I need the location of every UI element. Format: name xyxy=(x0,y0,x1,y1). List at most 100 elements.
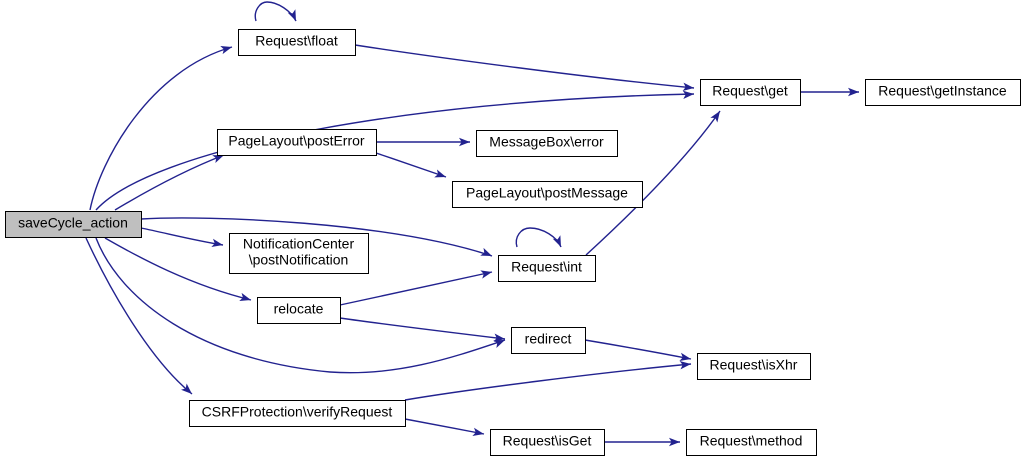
node-label: Request\method xyxy=(700,433,803,449)
node-label: MessageBox\error xyxy=(489,134,604,150)
node-rect[interactable] xyxy=(865,79,1021,106)
node-label: PageLayout\postError xyxy=(228,133,365,149)
node-label: Request\isXhr xyxy=(710,357,798,373)
nodes-layer: saveCycle_action Request\floatRequest\get… xyxy=(5,29,1021,456)
call-edge-relocate-to-requestInt xyxy=(339,270,493,306)
graph-node-relocate[interactable]: relocate xyxy=(257,297,341,324)
edge-line xyxy=(584,339,692,360)
node-label: relocate xyxy=(274,301,324,317)
node-rect[interactable] xyxy=(452,181,643,208)
graph-node-requestGet[interactable]: Request\get xyxy=(700,79,801,106)
call-edge-saveCycle_action-to-relocate xyxy=(104,237,252,302)
call-edge-requestIsGet-to-requestMethod xyxy=(604,437,680,447)
node-rect[interactable] xyxy=(490,429,605,456)
node-label: Request\float xyxy=(255,33,338,49)
arrowhead-icon xyxy=(710,111,720,123)
arrowhead-icon xyxy=(480,247,492,256)
edge-line xyxy=(339,317,506,340)
node-rect[interactable] xyxy=(476,130,618,157)
node-label: Request\isGet xyxy=(503,433,592,449)
call-edge-postError-to-postMessage xyxy=(375,152,447,178)
graph-node-requestFloat[interactable]: Request\float xyxy=(238,29,356,56)
node-label: redirect xyxy=(525,331,572,347)
node-rect[interactable] xyxy=(229,233,369,274)
graph-node-messageBoxError[interactable]: MessageBox\error xyxy=(476,130,618,157)
graph-node-requestGetInstance[interactable]: Request\getInstance xyxy=(865,79,1021,106)
call-edge-postError-to-messageBoxError xyxy=(376,137,470,147)
edge-line xyxy=(585,110,721,256)
call-edge-verifyRequest-to-requestIsXhr xyxy=(404,360,692,401)
node-label: PageLayout\postMessage xyxy=(466,185,628,201)
edge-line xyxy=(404,363,692,401)
arrowhead-icon xyxy=(181,383,192,394)
graph-node-postNotification[interactable]: NotificationCenter\postNotification xyxy=(229,233,369,274)
call-edge-saveCycle_action-to-verifyRequest xyxy=(85,237,193,395)
node-rect[interactable] xyxy=(257,297,341,324)
call-edge-requestFloat-to-requestFloat xyxy=(254,1,297,22)
arrowhead-icon xyxy=(434,169,446,178)
arrowhead-icon xyxy=(472,427,484,437)
graph-node-requestInt[interactable]: Request\int xyxy=(498,255,596,282)
edge-line xyxy=(339,271,493,306)
node-rect[interactable] xyxy=(686,429,817,456)
call-edge-saveCycle_action-to-postNotification xyxy=(140,227,224,248)
arrowhead-icon xyxy=(480,270,492,279)
graph-node-requestIsXhr[interactable]: Request\isXhr xyxy=(697,353,811,380)
edge-line xyxy=(140,227,224,246)
call-edge-requestFloat-to-requestGet xyxy=(354,44,695,92)
call-edge-saveCycle_action-to-redirect xyxy=(95,237,506,374)
node-label: Request\int xyxy=(511,259,582,275)
node-label: CSRFProtection\verifyRequest xyxy=(202,404,393,420)
edge-line xyxy=(140,217,493,257)
arrowhead-icon xyxy=(220,45,232,55)
node-rect[interactable] xyxy=(498,255,596,282)
arrowhead-icon xyxy=(459,137,470,147)
edge-line xyxy=(89,46,233,211)
call-edge-verifyRequest-to-requestIsGet xyxy=(404,418,485,437)
node-label: Request\get xyxy=(712,83,788,99)
node-rect[interactable] xyxy=(700,79,801,106)
node-rect[interactable] xyxy=(697,353,811,380)
graph-node-postMessage[interactable]: PageLayout\postMessage xyxy=(452,181,643,208)
arrowhead-icon xyxy=(682,90,694,99)
arrowhead-icon xyxy=(239,292,251,302)
graph-node-postError[interactable]: PageLayout\postError xyxy=(217,129,377,156)
edge-line xyxy=(404,418,485,435)
arrowhead-icon xyxy=(669,437,680,447)
node-rect[interactable] xyxy=(217,129,377,156)
node-label: Request\getInstance xyxy=(878,83,1007,99)
edges-layer xyxy=(85,1,859,447)
edge-line xyxy=(375,152,447,178)
arrowhead-icon xyxy=(679,360,691,370)
graph-node-requestMethod[interactable]: Request\method xyxy=(686,429,817,456)
edge-line xyxy=(95,237,506,374)
arrowhead-icon xyxy=(287,9,296,21)
call-edge-saveCycle_action-to-requestFloat xyxy=(89,45,233,211)
arrowhead-icon xyxy=(848,87,859,97)
arrowhead-icon xyxy=(211,238,223,248)
call-edge-relocate-to-redirect xyxy=(339,317,506,342)
graph-node-requestIsGet[interactable]: Request\isGet xyxy=(490,429,605,456)
graph-node-saveCycle_action[interactable]: saveCycle_action xyxy=(5,211,142,238)
edge-line xyxy=(104,237,252,301)
arrowhead-icon xyxy=(679,352,691,362)
node-rect[interactable] xyxy=(511,327,586,354)
edge-line xyxy=(515,227,562,248)
node-label: saveCycle_action xyxy=(18,215,128,231)
call-edge-requestInt-to-requestInt xyxy=(515,227,562,248)
graph-node-verifyRequest[interactable]: CSRFProtection\verifyRequest xyxy=(189,400,406,427)
node-rect[interactable] xyxy=(5,211,142,238)
edge-line xyxy=(85,237,193,395)
node-rect[interactable] xyxy=(238,29,356,56)
node-label: NotificationCenter xyxy=(243,236,355,252)
call-edge-requestInt-to-requestGet xyxy=(585,110,721,256)
edge-line xyxy=(254,1,297,22)
node-label: \postNotification xyxy=(249,252,349,268)
node-rect[interactable] xyxy=(189,400,406,427)
arrowhead-icon xyxy=(493,340,505,349)
graph-node-redirect[interactable]: redirect xyxy=(511,327,586,354)
call-edge-requestGet-to-requestGetInstance xyxy=(800,87,859,97)
arrowhead-icon xyxy=(212,155,224,164)
